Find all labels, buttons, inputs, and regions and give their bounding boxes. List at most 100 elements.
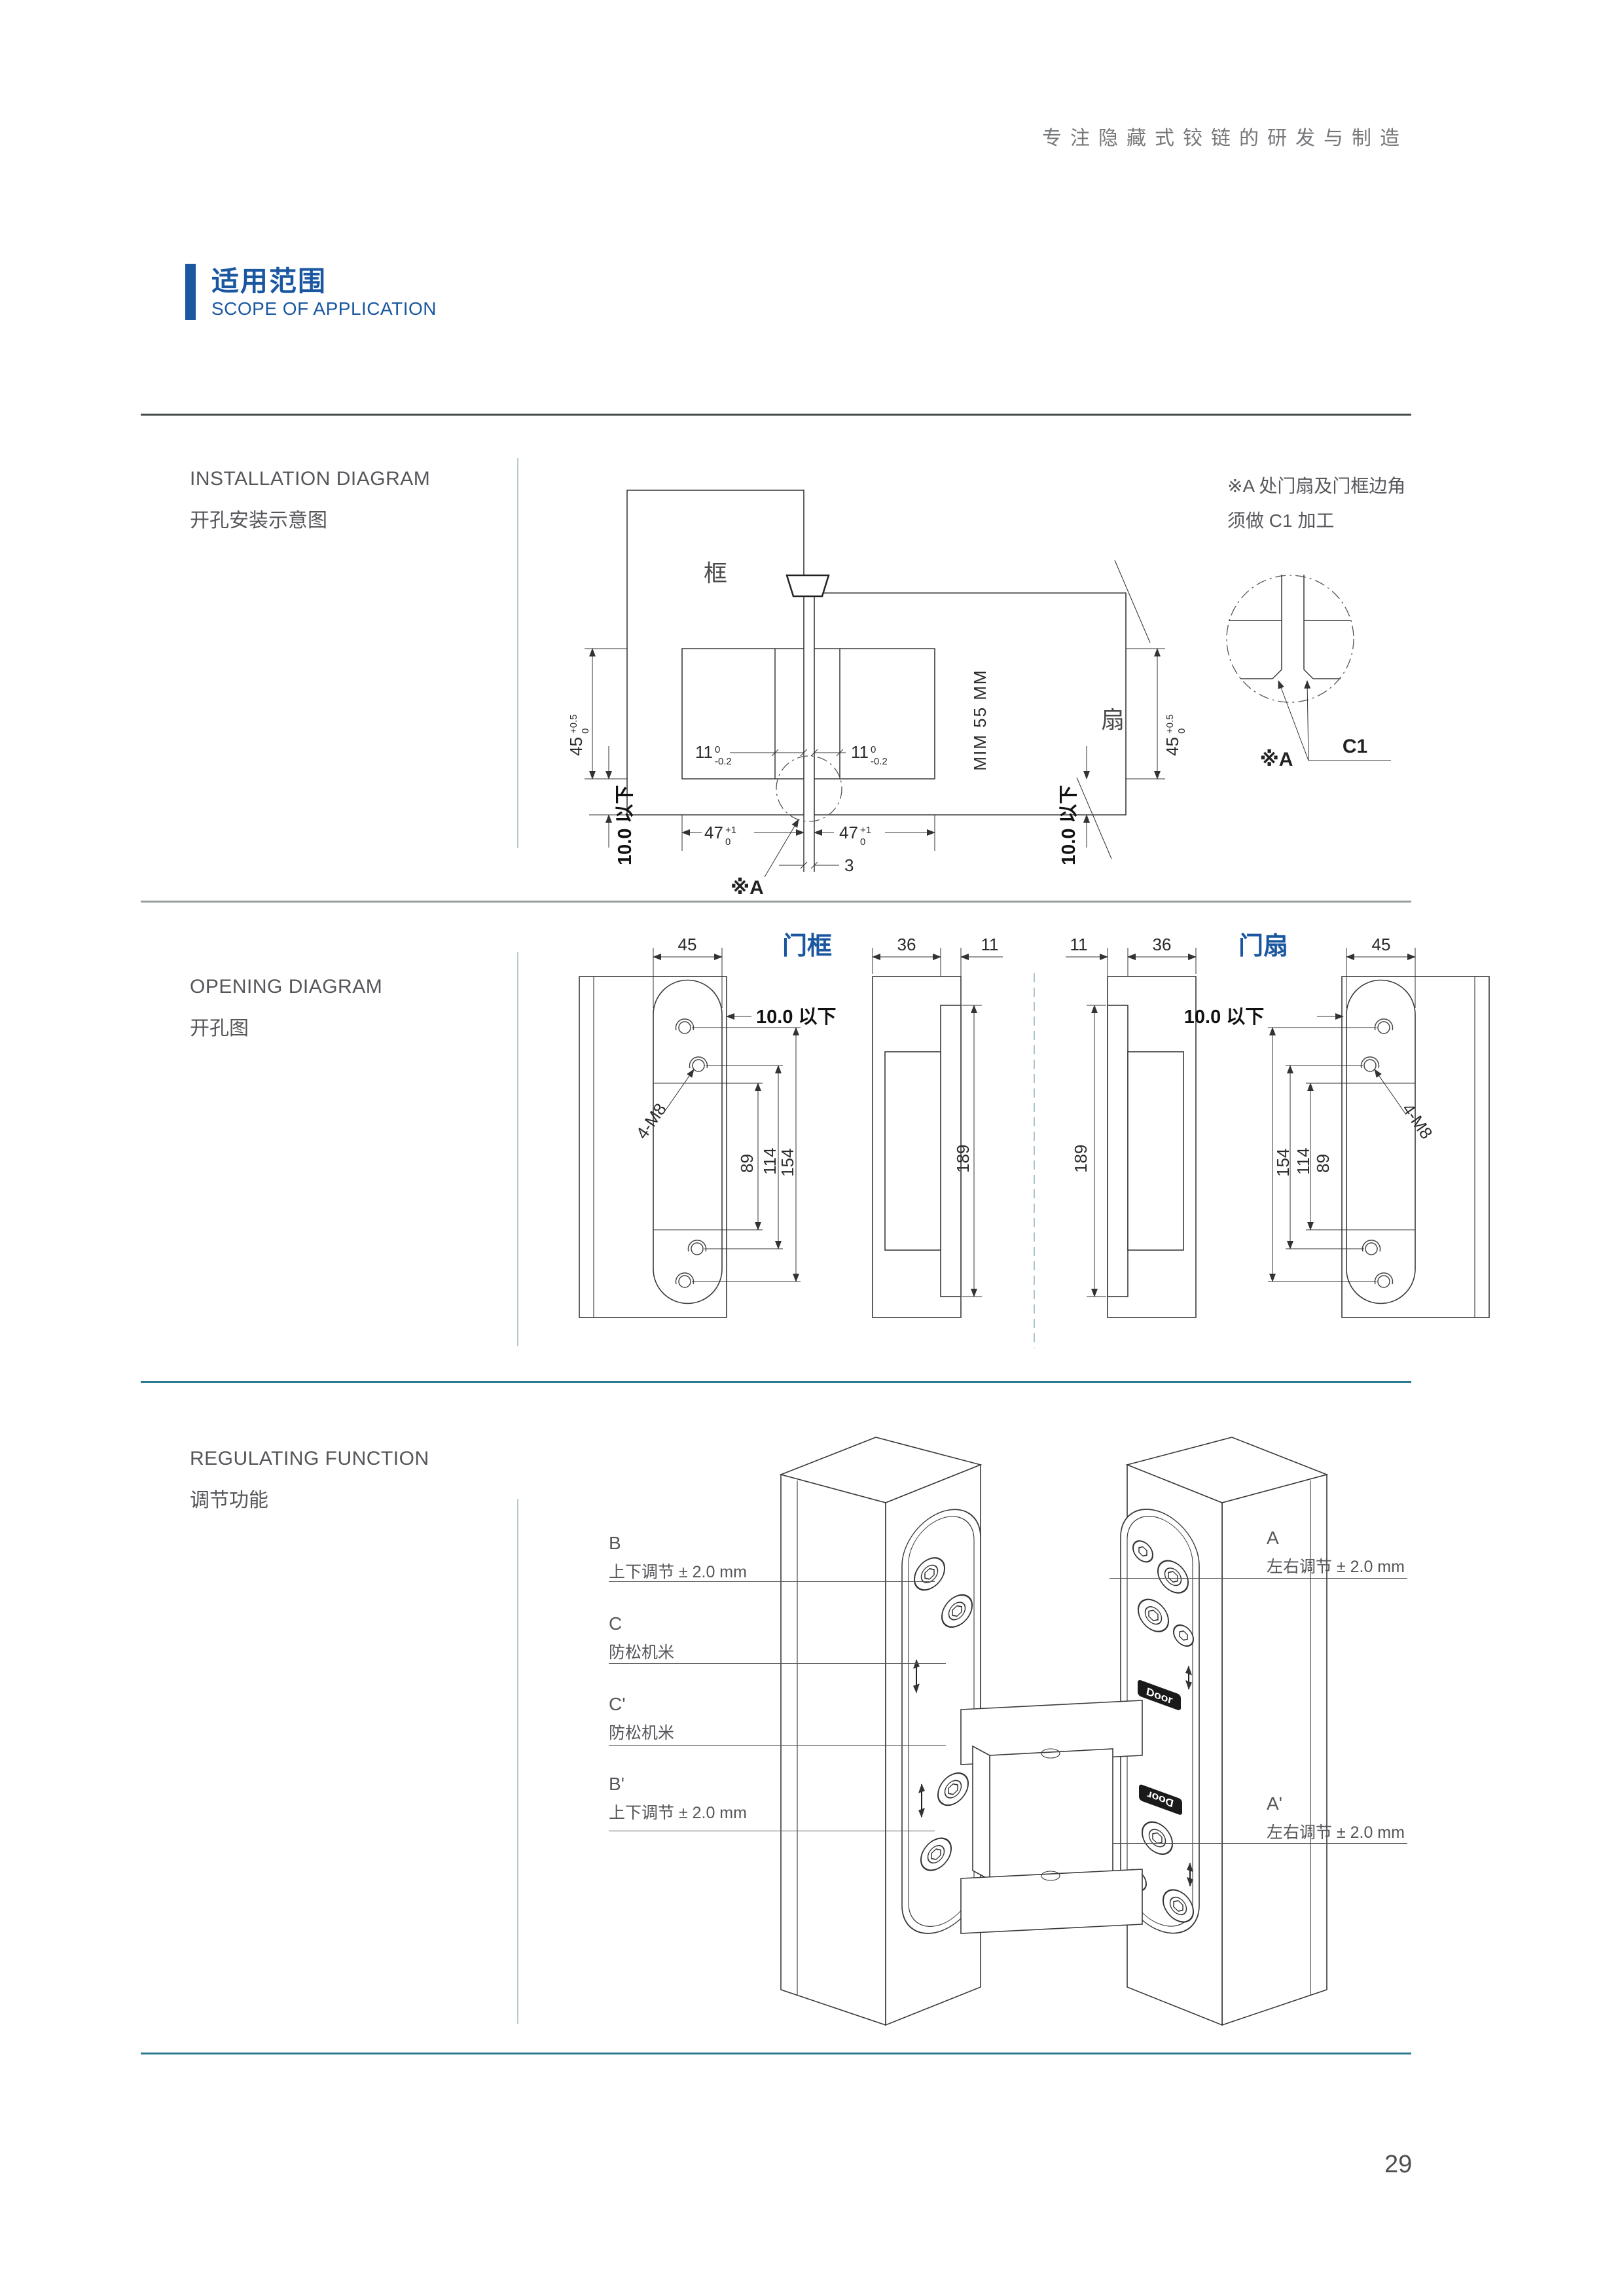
svg-text:154: 154 — [1273, 1149, 1293, 1177]
svg-text:10.0 以下: 10.0 以下 — [1184, 1007, 1265, 1028]
svg-text:0: 0 — [580, 728, 591, 734]
svg-text:-0.2: -0.2 — [871, 756, 888, 767]
dim-11-right-text: 11 0 -0.2 — [851, 742, 888, 767]
svg-text:+0.5: +0.5 — [568, 714, 579, 734]
callout-b2-desc: 上下调节 ± 2.0 mm — [609, 1804, 747, 1822]
detail-view: ※A C1 — [1226, 575, 1391, 770]
divider-installation-opening — [141, 901, 1411, 903]
min-thickness-label: MIM 55 MM — [970, 669, 990, 770]
callout-c2-id: C' — [609, 1694, 626, 1714]
opening-title-zh: 开孔图 — [190, 1018, 249, 1039]
dim-11-right — [810, 749, 846, 757]
svg-text:189: 189 — [1071, 1145, 1091, 1173]
installation-leaf-section — [814, 560, 1151, 859]
svg-text:45: 45 — [1372, 935, 1391, 954]
dim-10-left — [589, 746, 627, 848]
page-subtitle: SCOPE OF APPLICATION — [211, 298, 437, 319]
dim-47-right-text: 47 +1 0 — [839, 823, 871, 848]
svg-text:0: 0 — [1176, 728, 1187, 734]
svg-text:+0.5: +0.5 — [1164, 714, 1176, 734]
leaf-label: 扇 — [1101, 706, 1125, 733]
svg-text:0: 0 — [725, 836, 731, 848]
frame-label: 框 — [704, 560, 727, 586]
opening-column-divider — [517, 952, 518, 1346]
callout-c2-leader — [609, 1745, 946, 1746]
divider-bottom — [141, 2053, 1411, 2054]
callout-a-desc: 左右调节 ± 2.0 mm — [1267, 1558, 1405, 1576]
dim-45-left — [585, 648, 627, 780]
opening-leaf-group: 45 10.0 以下 4-M8 89 114 154 — [1184, 935, 1490, 1318]
callout-c2-desc: 防松机米 — [609, 1724, 675, 1742]
page-title: 适用范围 — [211, 266, 327, 296]
svg-text:114: 114 — [760, 1148, 780, 1175]
seal-profile — [785, 574, 830, 598]
svg-text:45: 45 — [678, 935, 697, 954]
svg-text:MIM 55 MM: MIM 55 MM — [970, 669, 990, 770]
callout-b-desc: 上下调节 ± 2.0 mm — [609, 1563, 747, 1581]
installation-gap — [785, 574, 830, 872]
dim-3 — [779, 861, 839, 869]
opening-diagram: 门框 门扇 45 10.0 以下 4-M8 — [579, 933, 1490, 1348]
opening-frame-section-cut: 36 11 189 — [872, 935, 1003, 1318]
divider-top — [141, 414, 1411, 416]
callout-a2-desc: 左右调节 ± 2.0 mm — [1267, 1823, 1405, 1842]
svg-text:+1: +1 — [725, 825, 736, 836]
dim-3-text: 3 — [844, 855, 854, 875]
regulating-column-divider — [517, 1499, 518, 2024]
ref-a-leader — [764, 819, 799, 878]
detail-ref-a-label: ※A — [1260, 749, 1293, 770]
hinge-linkage — [960, 1700, 1143, 1934]
brand-tagline: 专注隐藏式铰链的研发与制造 — [1042, 128, 1408, 149]
svg-text:11: 11 — [695, 742, 713, 762]
callout-b-id: B — [609, 1533, 621, 1553]
detail-reference-circle — [776, 755, 842, 822]
callout-a-leader — [1110, 1578, 1407, 1579]
svg-text:-0.2: -0.2 — [715, 756, 732, 767]
callout-c-desc: 防松机米 — [609, 1643, 675, 1662]
page-number: 29 — [1384, 2151, 1413, 2178]
svg-text:47: 47 — [704, 823, 723, 842]
divider-opening-regulating — [141, 1381, 1411, 1383]
opening-title-en: OPENING DIAGRAM — [190, 976, 383, 997]
opening-frame-group: 45 10.0 以下 4-M8 89 114 154 — [579, 935, 837, 1318]
dim-10-right-text: 10.0 以下 — [1058, 785, 1079, 866]
callout-a-id: A — [1267, 1528, 1279, 1548]
svg-text:0: 0 — [871, 744, 876, 755]
callout-b2-id: B' — [609, 1774, 625, 1794]
svg-text:36: 36 — [1153, 935, 1172, 954]
opening-leaf-section-cut: 11 36 189 — [1066, 935, 1197, 1318]
svg-text:45: 45 — [1163, 737, 1182, 756]
svg-text:154: 154 — [778, 1149, 797, 1177]
svg-text:10.0 以下: 10.0 以下 — [756, 1007, 837, 1028]
svg-text:45: 45 — [566, 737, 586, 756]
svg-text:89: 89 — [1313, 1154, 1333, 1173]
dim-47-right — [814, 815, 935, 851]
svg-text:+1: +1 — [860, 825, 871, 836]
regulating-title-en: REGULATING FUNCTION — [190, 1448, 429, 1469]
dim-45-right — [1126, 648, 1165, 780]
svg-text:114: 114 — [1293, 1148, 1313, 1175]
installation-title-en: INSTALLATION DIAGRAM — [190, 468, 431, 490]
svg-text:0: 0 — [715, 744, 720, 755]
installation-note: ※A 处门扇及门框边角 须做 C1 加工 — [1227, 469, 1405, 538]
ref-a-label: ※A — [731, 877, 764, 899]
svg-text:11: 11 — [851, 742, 869, 762]
svg-text:47: 47 — [839, 823, 858, 842]
installation-column-divider — [517, 458, 518, 848]
opening-frame-header: 门框 — [782, 933, 832, 960]
break-line — [1114, 560, 1151, 643]
dim-45-right-text: 45 +0.5 0 — [1163, 714, 1187, 756]
dim-45-left-text: 45 +0.5 0 — [566, 714, 591, 756]
hinge-plate-right: Door Door — [1120, 1509, 1200, 1934]
opening-leaf-header: 门扇 — [1238, 933, 1288, 960]
installation-diagram: 框 扇 MIM 55 MM 45 +0.5 0 45 +0.5 0 10.0 以… — [566, 490, 1391, 899]
detail-c1-label: C1 — [1343, 736, 1367, 757]
installation-note-line2: 须做 C1 加工 — [1227, 511, 1335, 531]
dim-10-left-text: 10.0 以下 — [615, 785, 636, 866]
svg-text:36: 36 — [897, 935, 916, 954]
svg-text:11: 11 — [981, 935, 999, 954]
regulating-diagram: Door Door — [779, 1437, 1329, 2026]
callout-c-id: C — [609, 1613, 623, 1634]
svg-text:10.0 以下: 10.0 以下 — [615, 785, 636, 866]
installation-title-zh: 开孔安装示意图 — [190, 510, 327, 531]
